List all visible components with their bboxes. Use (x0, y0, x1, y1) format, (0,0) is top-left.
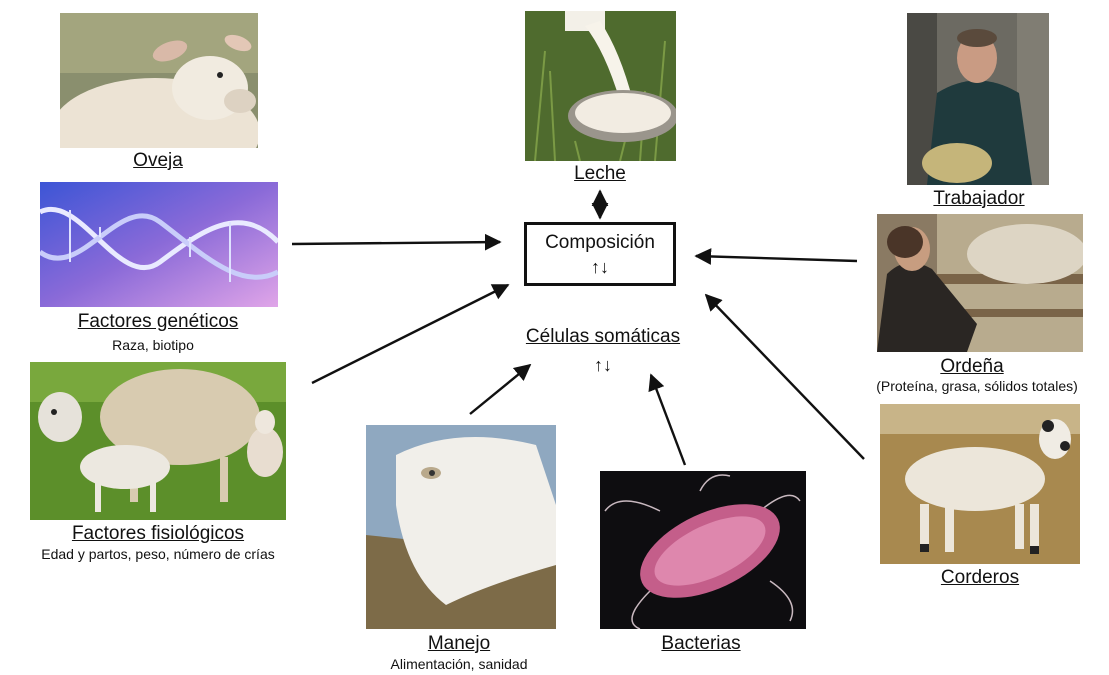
arrow-fisiologicos-composicion (312, 285, 508, 383)
arrow-bacterias-celulas (651, 375, 685, 465)
arrow-manejo-celulas (470, 365, 530, 414)
arrow-corderos-composicion (706, 295, 864, 459)
arrow-ordena-composicion (696, 256, 857, 261)
arrow-geneticos-composicion (292, 242, 500, 244)
